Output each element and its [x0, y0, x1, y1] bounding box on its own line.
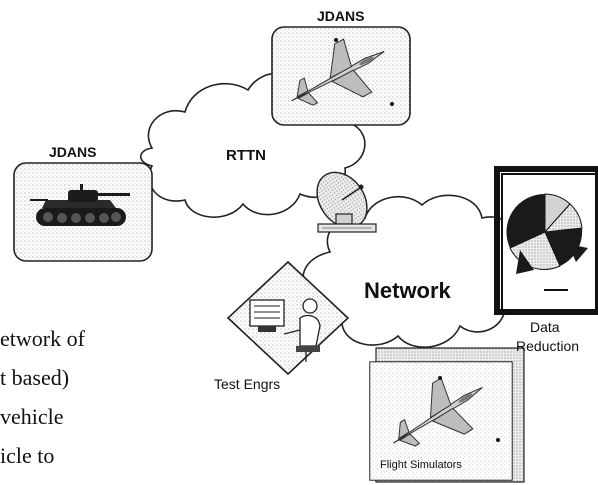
- jdans-aircraft-label: JDANS: [317, 8, 365, 24]
- fighter-jet-icon: [291, 38, 385, 106]
- jdans-tank-card: [13, 162, 153, 262]
- satellite-dish-icon: [316, 171, 377, 233]
- network-label: Network: [364, 278, 451, 303]
- flight-simulators-card: [369, 347, 525, 483]
- rttn-label: RTTN: [226, 147, 266, 164]
- test-engrs-label: Test Engrs: [214, 376, 281, 392]
- data-reduction-monitor: [494, 166, 598, 315]
- body-text-line2: t based): [0, 365, 70, 390]
- body-text-line3: vehicle: [0, 404, 64, 429]
- workstation-operator-icon: [226, 260, 350, 376]
- body-text-line4: icle to: [0, 443, 55, 468]
- fighter-jet-icon: [393, 377, 483, 447]
- tank-icon: [30, 184, 130, 226]
- jdans-aircraft-card: [271, 26, 411, 126]
- data-reduction-label-line1: Data: [530, 319, 560, 335]
- flight-simulators-label: Flight Simulators: [380, 459, 462, 471]
- data-reduction-label-line2: Reduction: [516, 338, 580, 354]
- pie-chart-icon: [506, 193, 588, 274]
- jdans-tank-label: JDANS: [49, 144, 97, 160]
- body-text-line1: etwork of: [0, 326, 85, 351]
